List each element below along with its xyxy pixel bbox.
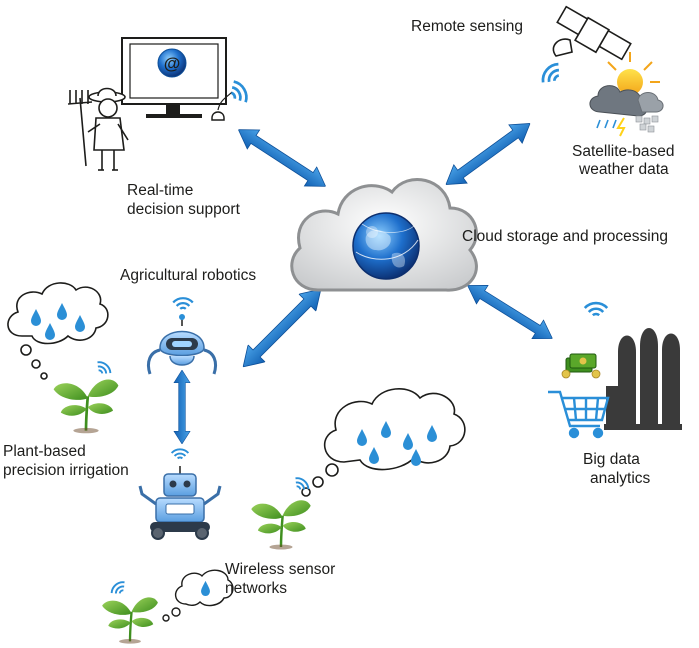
label-irrigation-line1: Plant-based	[3, 443, 86, 460]
label-satellite-weather-line1: Satellite-based	[572, 143, 675, 160]
robot-icon	[138, 466, 222, 540]
label-satellite-weather-line2: weather data	[579, 161, 669, 178]
label-bigdata-line1: Big data	[583, 451, 640, 468]
cloud-globe-icon	[290, 177, 478, 292]
label-cloud: Cloud storage and processing	[462, 228, 668, 245]
double-arrow-icon	[234, 280, 330, 376]
label-realtime-line1: Real-time	[127, 182, 194, 199]
computer-monitor-icon: @	[121, 37, 227, 118]
arrow-cloud-robot	[234, 280, 330, 376]
mouse-icon	[211, 91, 233, 121]
wifi-icon	[170, 448, 190, 460]
robot-icon	[146, 314, 218, 375]
money-icon	[561, 353, 601, 379]
wifi-icon	[225, 77, 252, 108]
wifi-icon	[583, 301, 609, 317]
label-remote-sensing: Remote sensing	[411, 18, 524, 35]
label-agri-robotics: Agricultural robotics	[120, 267, 257, 284]
arrow-satellite-cloud	[438, 113, 538, 195]
arrow-cloud-bigdata	[461, 275, 559, 349]
arrow-robot-robot	[173, 370, 191, 444]
label-bigdata-line2: analytics	[590, 470, 651, 487]
label-wsn-line2: networks	[225, 580, 288, 597]
wifi-icon	[172, 297, 194, 310]
thought-cloud-icon	[162, 569, 234, 622]
plant-icon	[100, 595, 160, 646]
double-arrow-icon	[461, 275, 559, 349]
plant-icon	[52, 378, 120, 435]
label-wsn-line1: Wireless sensor	[225, 561, 336, 578]
plant-icon	[249, 498, 313, 551]
thought-cloud-icon	[301, 388, 466, 497]
double-arrow-icon	[173, 370, 191, 444]
wifi-icon	[537, 59, 566, 89]
double-arrow-icon	[438, 113, 538, 195]
email-at-icon: @	[164, 54, 181, 73]
wifi-icon	[93, 358, 114, 379]
double-arrow-icon	[231, 119, 333, 197]
satellite-icon	[552, 5, 632, 61]
weather-icon	[589, 52, 664, 137]
factory-icon	[604, 328, 682, 430]
thought-cloud-icon	[7, 282, 109, 380]
wifi-icon	[108, 578, 129, 599]
label-irrigation-line2: precision irrigation	[3, 462, 129, 479]
farmer-icon	[67, 87, 129, 171]
label-realtime-line2: decision support	[127, 201, 240, 218]
arrow-farmer-cloud	[231, 119, 333, 197]
shopping-cart-icon	[548, 390, 610, 439]
